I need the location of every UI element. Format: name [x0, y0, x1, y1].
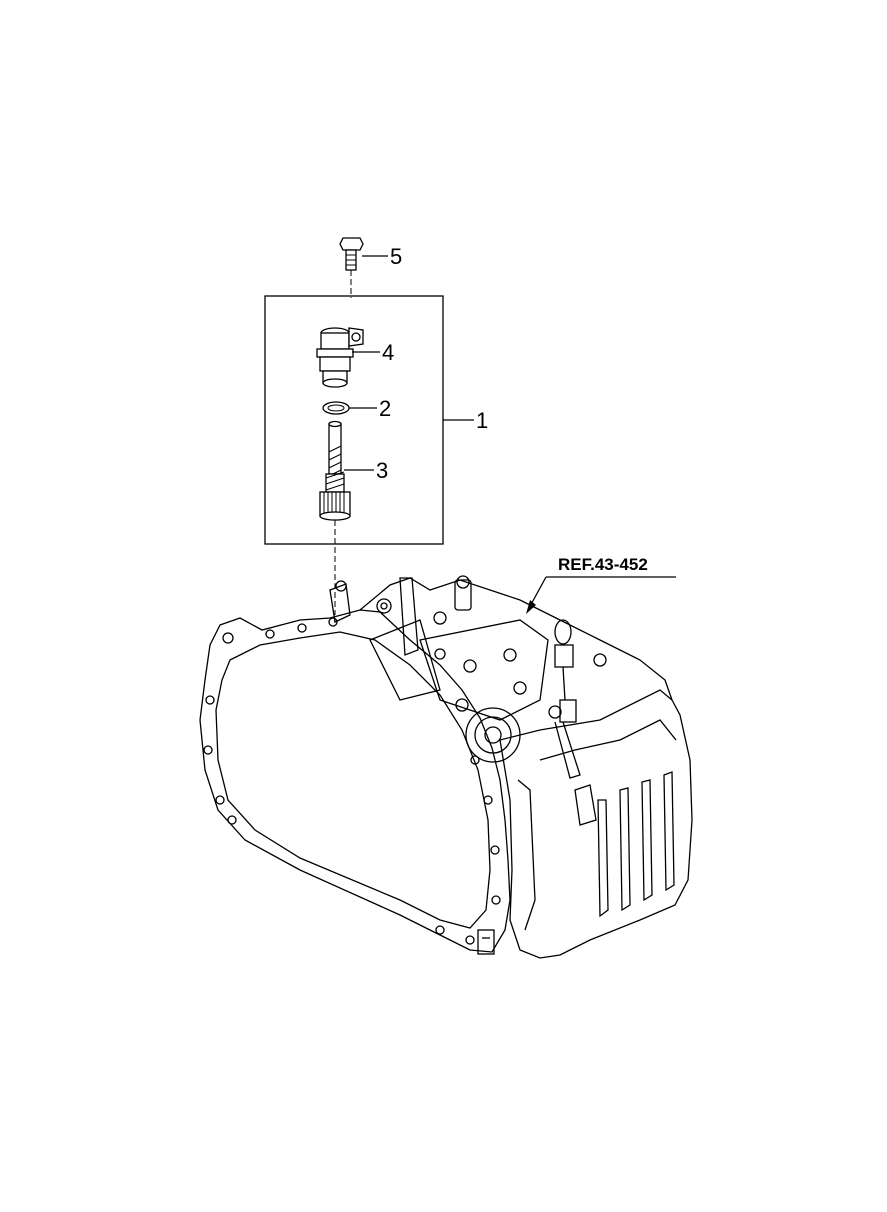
- callout-2: 2: [379, 396, 391, 421]
- bolt-icon[interactable]: [339, 237, 364, 271]
- callout-1: 1: [476, 408, 488, 433]
- transaxle-housing-icon[interactable]: [199, 575, 693, 959]
- reference-arrow-icon: [526, 600, 536, 614]
- callout-5: 5: [390, 244, 402, 269]
- driven-gear-icon[interactable]: [319, 420, 351, 521]
- speed-sensor-icon[interactable]: [316, 327, 364, 388]
- o-ring-icon[interactable]: [322, 401, 350, 415]
- callout-4: 4: [382, 340, 394, 365]
- callout-3: 3: [376, 458, 388, 483]
- reference-label: REF.43-452: [558, 555, 648, 574]
